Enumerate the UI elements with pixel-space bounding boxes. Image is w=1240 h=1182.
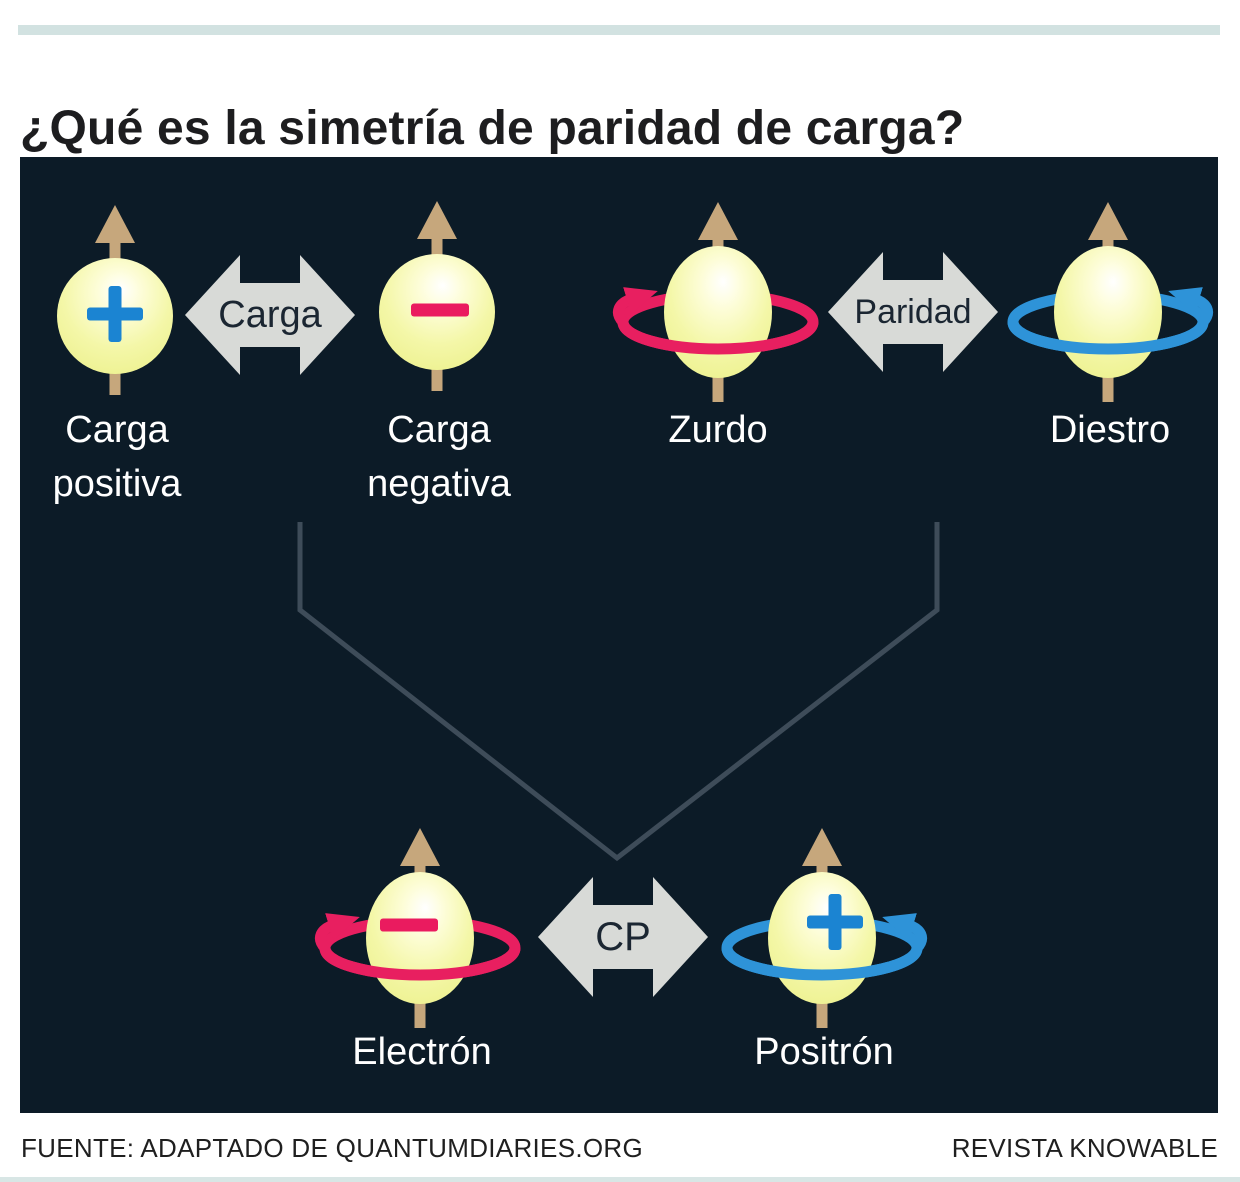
right-handed-sphere — [1007, 202, 1214, 402]
spin-axis-arrow-icon — [698, 202, 738, 240]
source-credit: FUENTE: ADAPTADO DE QUANTUMDIARIES.ORG — [21, 1133, 643, 1163]
rotation-ring-front-blue — [1007, 287, 1214, 355]
rotation-ring-front-pink — [612, 287, 819, 355]
left-handed-label: Zurdo — [668, 409, 768, 451]
positron-sphere — [721, 828, 928, 1028]
charge-transform-arrow — [185, 255, 355, 375]
publication-credit: REVISTA KNOWABLE — [951, 1133, 1218, 1163]
positron-label: Positrón — [754, 1031, 894, 1073]
electron-label: Electrón — [352, 1031, 492, 1073]
spin-axis-arrow-icon — [802, 828, 842, 866]
plus-sign-icon — [807, 894, 863, 950]
positive-charge-label: Carga positiva — [52, 409, 182, 505]
connector-lines — [297, 522, 940, 862]
charge-arrow-label: Carga — [218, 294, 322, 336]
minus-sign-icon — [380, 918, 438, 932]
spin-axis-arrow-icon — [95, 205, 135, 243]
negative-charge-label: Carga negativa — [367, 409, 511, 505]
top-accent-bar — [18, 25, 1220, 35]
footer: FUENTE: ADAPTADO DE QUANTUMDIARIES.ORG R… — [21, 1133, 1218, 1164]
electron-sphere — [314, 828, 521, 1028]
cp-arrow-label: CP — [595, 915, 651, 959]
minus-sign-icon — [411, 303, 469, 317]
rotation-ring-front-blue — [721, 913, 928, 981]
parity-transform-arrow — [828, 252, 998, 372]
cp-transform-arrow — [538, 877, 708, 997]
right-handed-label: Diestro — [1049, 409, 1171, 451]
spin-axis-arrow-icon — [1088, 202, 1128, 240]
spin-axis-arrow-icon — [417, 201, 457, 239]
diagram-graphics — [57, 201, 1214, 1028]
positive-charge-sphere — [57, 205, 173, 395]
diagram-panel: Carga Paridad CP Carga positiva Carga ne… — [20, 157, 1218, 1113]
negative-charge-sphere — [379, 201, 495, 391]
spin-axis-arrow-icon — [400, 828, 440, 866]
page-title: ¿Qué es la simetría de paridad de carga? — [20, 102, 965, 156]
bottom-accent-bar — [0, 1177, 1240, 1182]
left-handed-sphere — [612, 202, 819, 402]
plus-sign-icon — [87, 286, 143, 342]
parity-arrow-label: Paridad — [854, 293, 972, 331]
rotation-ring-front-pink — [314, 913, 521, 981]
